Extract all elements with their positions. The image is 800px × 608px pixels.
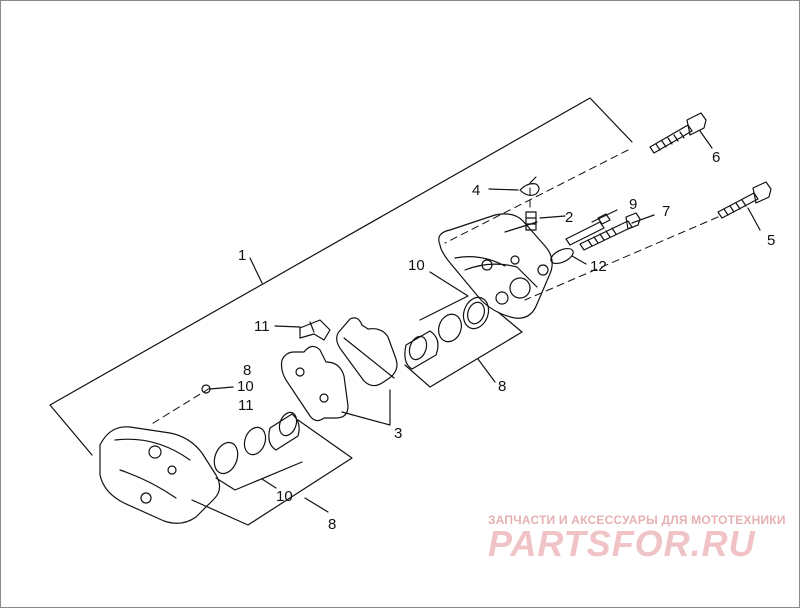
pad-clip-11 [299,319,331,341]
outer-caliper-housing [438,213,553,319]
svg-text:PARTSFOR.RU: PARTSFOR.RU [488,523,756,564]
bolt-5 [717,181,772,219]
o-ring-12 [550,247,574,265]
bleeder-cap-4 [519,176,540,196]
callout-11b: 11 [238,397,254,414]
inner-caliper-housing [99,426,221,524]
bleeder-9 [565,213,611,246]
bolt-7 [579,212,641,251]
bleeder-valve-2 [525,211,537,231]
callout-2: 2 [565,209,573,226]
callout-11a: 11 [254,318,270,335]
callout-10b: 10 [408,257,425,274]
callout-10c: 10 [276,488,293,505]
callout-8c: 8 [328,516,336,533]
callout-8b: 8 [498,378,506,395]
watermark-tagline: ЗАПЧАСТИ И АКСЕССУАРЫ ДЛЯ МОТОТЕХНИКИ [488,513,786,527]
left-piston-assembly [213,411,300,475]
callout-6: 6 [712,149,720,166]
callout-9: 9 [629,196,637,213]
callout-1: 1 [238,247,246,264]
callout-10a: 10 [237,378,254,395]
bolt-6 [649,112,707,154]
callout-7: 7 [662,203,670,220]
right-piston-assembly [404,296,490,370]
callout-5: 5 [767,232,775,249]
bracket-line-1 [49,97,633,406]
callout-3: 3 [394,425,402,442]
callout-12: 12 [590,258,607,275]
watermark-logo: PARTSFOR.RU [488,523,756,564]
brake-pad-left [280,345,349,422]
callout-4: 4 [472,182,480,199]
brake-pad-right [336,317,398,387]
callout-8a: 8 [243,362,251,379]
